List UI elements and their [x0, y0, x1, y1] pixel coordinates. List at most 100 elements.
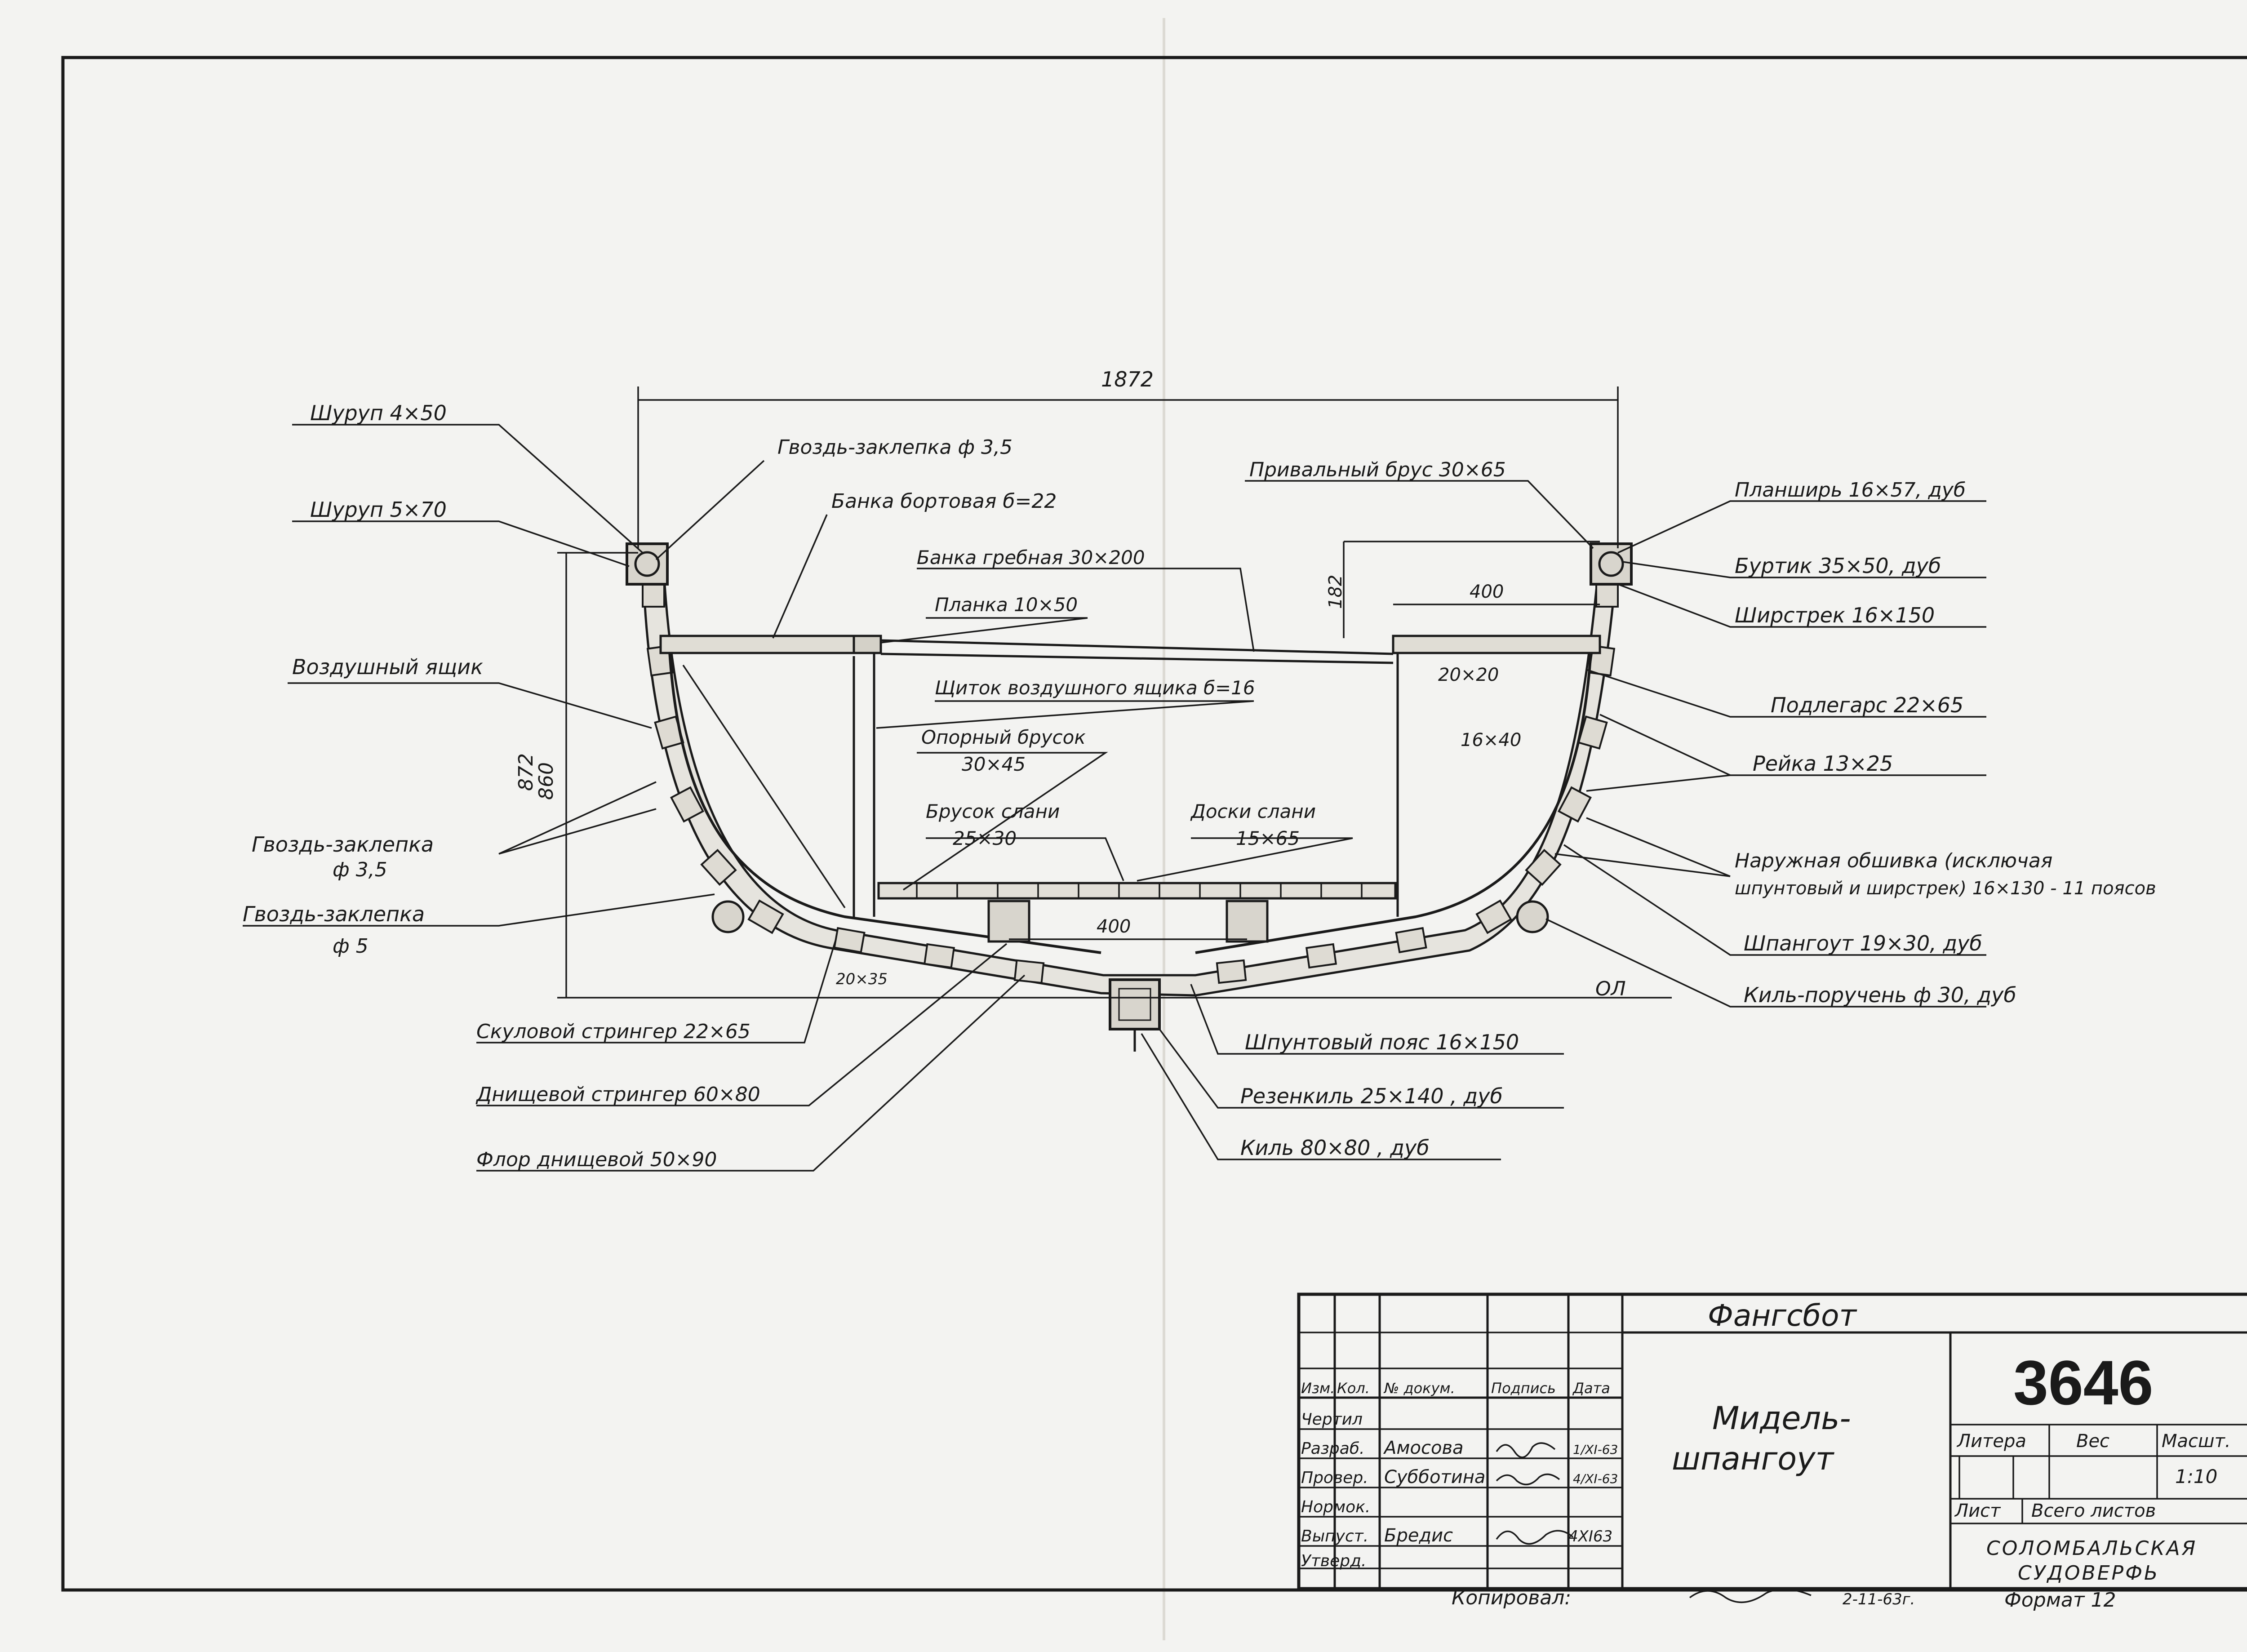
bottom-stringer-left — [987, 900, 1030, 943]
label-screw-5x70: Шуруп 5×70 — [310, 497, 447, 522]
label-floor-bar-2: 25×30 — [953, 827, 1017, 849]
label-planking-2: шпунтовый и ширстрек) 16×130 - 11 поясов — [1735, 878, 2156, 899]
label-planking-1: Наружная обшивка (исключая — [1735, 849, 2052, 872]
label-floor-boards-2: 15×65 — [1236, 827, 1300, 849]
label-side-bench: Банка бортовая б=22 — [831, 490, 1057, 513]
side-bench-left — [659, 635, 878, 654]
tb-hdr-vsego: Всего листов — [2031, 1501, 2156, 1521]
label-air-box: Воздушный ящик — [292, 655, 483, 679]
signature-prover — [1496, 1473, 1560, 1485]
tb-org-2: СУДОВЕРФЬ — [2018, 1562, 2159, 1585]
tb-product: Фангсбот — [1708, 1298, 1857, 1333]
plank-laps-left — [642, 579, 1045, 984]
tb-hdr-litera: Литера — [1956, 1431, 2026, 1452]
tb-date-prover: 4/XI-63 — [1573, 1471, 1618, 1486]
dim-400-top: 400 — [1470, 582, 1504, 602]
dim-20x35: 20×35 — [836, 970, 888, 988]
air-box-diagonal — [682, 665, 846, 908]
tb-date-razrab: 1/XI-63 — [1573, 1442, 1618, 1457]
midship-section-drawing: 1872 872 860 ОЛ 182 400 400 20×20 16×40 … — [515, 367, 1672, 1052]
label-floor-boards-1: Доски слани — [1190, 800, 1316, 822]
dim-20x20: 20×20 — [1438, 665, 1499, 685]
label-air-box-shield: Щиток воздушного ящика б=16 — [935, 677, 1255, 699]
tb-scale: 1:10 — [2175, 1465, 2217, 1488]
fender-left — [634, 551, 660, 577]
fender-right — [1598, 551, 1624, 577]
label-fender: Привальный брус 30×65 — [1249, 458, 1506, 481]
bench-cleat-left — [853, 635, 882, 654]
label-frame: Шпангоут 19×30, дуб — [1744, 931, 1982, 955]
dim-depth-872: 872 — [515, 753, 537, 791]
tb-name-razrab: Амосова — [1383, 1438, 1464, 1458]
tb-name-vypusk: Бредис — [1384, 1525, 1453, 1546]
tb-number: 3646 — [2013, 1347, 2153, 1418]
baseline-label: ОЛ — [1595, 977, 1626, 1000]
format-label: Формат 12 — [2004, 1589, 2116, 1612]
label-rivet-lower-1: Гвоздь-заклепка — [252, 832, 434, 857]
label-batten: Рейка 13×25 — [1753, 751, 1893, 776]
label-row-bench: Банка гребная 30×200 — [917, 546, 1145, 568]
tb-row-normok: Нормок. — [1301, 1498, 1370, 1516]
tb-hdr-ves: Вес — [2076, 1431, 2109, 1452]
signature-vypusk — [1496, 1530, 1574, 1545]
frame-left — [668, 651, 1101, 954]
keel-inner — [1118, 988, 1151, 1021]
label-support-bar-1: Опорный брусок — [921, 726, 1086, 748]
bottom-stringer-right — [1226, 900, 1269, 943]
title-block: Фангсбот Мидель- шпангоут 3646 Литера Ве… — [1297, 1292, 2247, 1603]
tb-col-izm: Изм. — [1301, 1380, 1335, 1397]
label-sheer: Ширстрек 16×150 — [1735, 603, 1935, 627]
label-rivet-3-5: Гвоздь-заклепка ф 3,5 — [777, 436, 1012, 459]
sheet-border — [61, 56, 2247, 1592]
label-gunwale: Планширь 16×57, дуб — [1735, 479, 1966, 502]
gunwale-left — [626, 542, 669, 586]
tb-col-sign: Подпись — [1491, 1380, 1556, 1397]
label-riser: Подлегарс 22×65 — [1771, 693, 1963, 717]
signature-razrab — [1496, 1442, 1556, 1458]
tb-title-1: Мидель- — [1712, 1400, 1851, 1437]
label-garboard: Шпунтовый пояс 16×150 — [1245, 1030, 1519, 1054]
label-keel: Киль 80×80 , дуб — [1240, 1136, 1430, 1160]
tb-hdr-list: Лист — [1954, 1501, 2001, 1521]
rowing-thwart-lower — [880, 653, 1394, 664]
callout-labels: Шуруп 4×50 Шуруп 5×70 Гвоздь-заклепка ф … — [243, 401, 2156, 1171]
floor-boards — [877, 882, 1397, 900]
keel — [1109, 978, 1161, 1030]
label-coaming: Буртик 35×50, дуб — [1735, 554, 1941, 578]
tb-row-prover: Провер. — [1301, 1469, 1368, 1487]
label-floor-bar-1: Брусок слани — [926, 800, 1060, 822]
label-keel-skeg: Резенкиль 25×140 , дуб — [1240, 1084, 1503, 1108]
frame-right — [1195, 651, 1592, 954]
label-bilge-stringer: Скуловой стрингер 22×65 — [476, 1020, 750, 1043]
copied-label: Копировал: — [1452, 1586, 1571, 1609]
label-rivet-5-1: Гвоздь-заклепка — [243, 902, 425, 926]
tb-org-1: СОЛОМБАЛЬСКАЯ — [1986, 1537, 2197, 1560]
label-rivet-lower-2: ф 3,5 — [333, 858, 387, 881]
tb-date-vypusk: 4XI63 — [1568, 1528, 1612, 1545]
label-bottom-stringer: Днищевой стрингер 60×80 — [475, 1083, 760, 1106]
leader-lines — [243, 424, 1986, 1172]
bilge-rail-right — [1516, 900, 1549, 933]
dim-depth-860: 860 — [535, 762, 558, 800]
dim-beam: 1872 — [1101, 367, 1154, 391]
dim-16x40: 16×40 — [1461, 730, 1521, 751]
tb-col-date: Дата — [1572, 1380, 1610, 1397]
label-bilge-rail: Киль-поручень ф 30, дуб — [1744, 983, 2016, 1007]
tb-col-kol: Кол. — [1337, 1380, 1370, 1397]
tb-row-vypusk: Выпуст. — [1301, 1527, 1368, 1545]
tb-row-chertil: Чертил — [1301, 1410, 1363, 1429]
dim-182: 182 — [1325, 575, 1346, 609]
label-screw-4x50: Шуруп 4×50 — [310, 401, 447, 425]
tb-title-2: шпангоут — [1672, 1440, 1835, 1477]
label-floor-plate: Флор днищевой 50×90 — [476, 1148, 717, 1171]
side-bench-right — [1392, 635, 1601, 654]
label-strip: Планка 10×50 — [935, 594, 1078, 616]
signature-copied — [1689, 1588, 1812, 1603]
tb-hdr-masht: Масшт. — [2162, 1431, 2231, 1452]
bilge-rail-left — [711, 900, 745, 933]
label-rivet-5-2: ф 5 — [333, 935, 369, 958]
rowing-thwart — [880, 639, 1394, 655]
copied-date: 2-11-63г. — [1843, 1590, 1915, 1608]
tb-row-utverd: Утверд. — [1301, 1552, 1366, 1570]
